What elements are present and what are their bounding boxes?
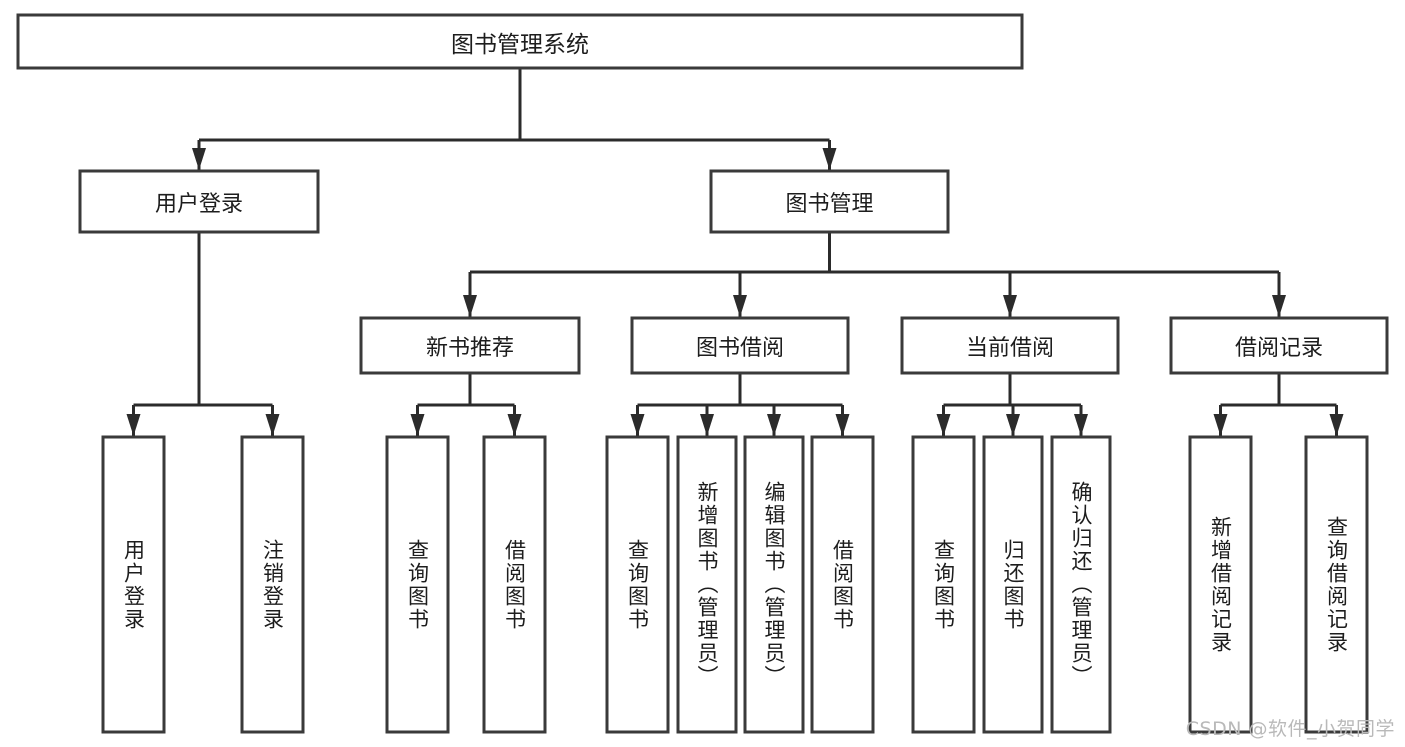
watermark-credit: CSDN @软件_小贺同学 xyxy=(1185,718,1395,740)
node-boxes-layer xyxy=(16,13,1389,734)
level3-node-2[interactable] xyxy=(630,316,850,375)
connectors-layer xyxy=(126,68,1344,436)
leaf-node-1[interactable] xyxy=(101,435,166,734)
leaf-node-3[interactable] xyxy=(385,435,450,734)
leaf-node-8[interactable] xyxy=(810,435,875,734)
level2-node-2[interactable] xyxy=(709,169,950,234)
level3-node-3[interactable] xyxy=(900,316,1120,375)
level3-node-4[interactable] xyxy=(1169,316,1389,375)
leaf-node-4[interactable] xyxy=(482,435,547,734)
leaf-node-7[interactable] xyxy=(743,435,805,734)
leaf-node-10[interactable] xyxy=(982,435,1044,734)
level2-node-1[interactable] xyxy=(78,169,320,234)
leaf-node-12[interactable] xyxy=(1188,435,1253,734)
leaf-node-11[interactable] xyxy=(1050,435,1112,734)
level3-node-1[interactable] xyxy=(359,316,581,375)
root-node[interactable] xyxy=(16,13,1024,70)
leaf-node-5[interactable] xyxy=(605,435,670,734)
leaf-node-13[interactable] xyxy=(1304,435,1369,734)
leaf-node-2[interactable] xyxy=(240,435,305,734)
leaf-node-6[interactable] xyxy=(676,435,738,734)
leaf-node-9[interactable] xyxy=(911,435,976,734)
